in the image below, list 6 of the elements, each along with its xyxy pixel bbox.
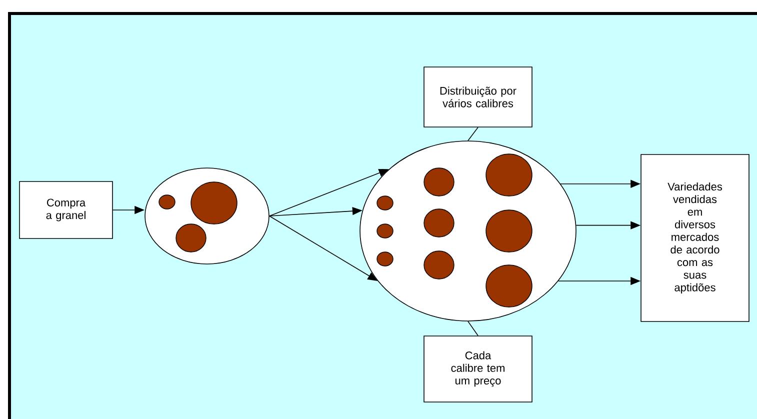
connector-line bbox=[468, 321, 478, 336]
text-box: Cada calibre tem um preço bbox=[424, 336, 532, 402]
text-box: Compra a granel bbox=[19, 181, 113, 239]
text-box: Distribuição por vários calibres bbox=[424, 66, 532, 128]
text-box: Variedades vendidas em diversos mercados de acordo com as suas aptidões bbox=[640, 154, 750, 322]
connector-line bbox=[468, 126, 478, 141]
